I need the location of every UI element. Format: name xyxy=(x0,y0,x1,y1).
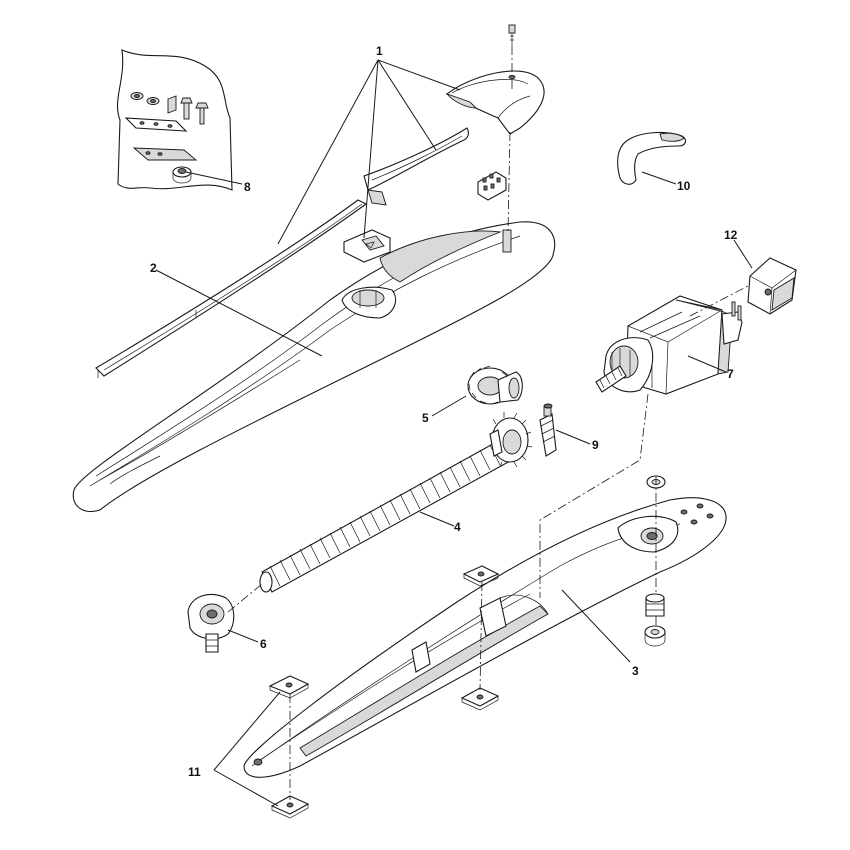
part-6-front-bracket xyxy=(187,594,235,653)
part-10-release-handle xyxy=(617,131,687,185)
callout-10: 10 xyxy=(677,179,691,193)
part-1-side-profile xyxy=(95,199,368,378)
leader-lines xyxy=(155,59,753,807)
part-11-pads xyxy=(268,565,500,819)
part-3-base-housing xyxy=(243,497,727,778)
assembly-center-lines xyxy=(227,46,749,800)
part-1-top-cover xyxy=(445,70,545,135)
callout-4: 4 xyxy=(454,520,461,534)
part-1-release-lock xyxy=(343,229,391,263)
callout-1: 1 xyxy=(376,44,383,58)
callout-7: 7 xyxy=(727,367,734,381)
part-1-screw xyxy=(508,24,516,46)
callout-labels: 1 2 3 4 5 6 7 8 9 10 11 12 xyxy=(150,44,738,779)
callout-8: 8 xyxy=(244,180,251,194)
callout-6: 6 xyxy=(260,637,267,651)
callout-11: 11 xyxy=(188,765,201,779)
part-2-main-housing xyxy=(72,221,556,512)
terminal-block xyxy=(477,171,507,201)
part-8-bracket-kit-inset xyxy=(116,49,233,191)
callout-12: 12 xyxy=(724,228,738,242)
callout-3: 3 xyxy=(632,664,639,678)
callout-9: 9 xyxy=(592,438,599,452)
part-7-motor xyxy=(595,295,743,395)
part-4-worm-screw xyxy=(259,412,533,593)
part-1-cable-cover xyxy=(363,127,469,206)
callout-2: 2 xyxy=(150,261,157,275)
part-5-gear xyxy=(467,365,523,405)
callout-5: 5 xyxy=(422,411,429,425)
part-9-limit-pin xyxy=(539,403,557,457)
part-12-capacitor xyxy=(747,257,797,315)
